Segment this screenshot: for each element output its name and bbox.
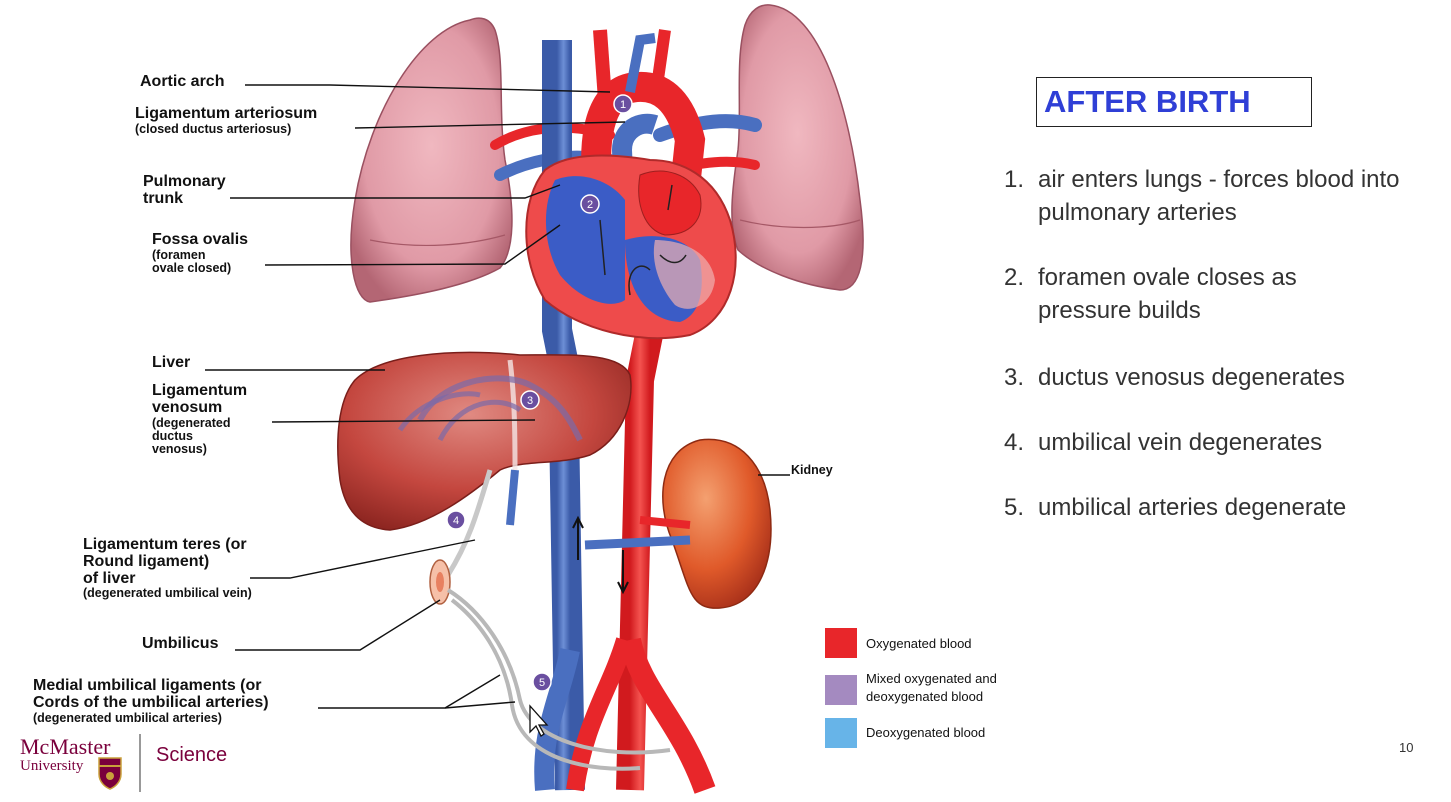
page-number: 10: [1399, 740, 1414, 755]
legend-swatch-oxygenated: [825, 628, 857, 658]
step-2-number: 2.: [1004, 264, 1025, 291]
label-lig-venosum-sub2: ductus: [152, 428, 193, 443]
kidney: [584, 438, 772, 609]
label-liver-text: Liver: [152, 354, 191, 371]
label-lig-teres-line2: Round ligament): [83, 552, 210, 570]
label-medial-line2: Cords of the umbilical arteries): [33, 693, 269, 711]
marker-3-label: 3: [527, 395, 533, 407]
label-lig-teres-line3: of liver: [83, 569, 136, 587]
marker-4: 4: [446, 510, 466, 530]
legend-swatch-mixed: [825, 675, 857, 705]
step-2: 2. foramen ovale closes as pressure buil…: [1004, 261, 1358, 327]
label-ligamentum-venosum: Ligamentum venosum (degenerated ductus v…: [152, 382, 248, 456]
slide-title: AFTER BIRTH: [1044, 84, 1251, 119]
liver: [337, 351, 632, 531]
logo-university: University: [20, 758, 84, 774]
marker-5-label: 5: [539, 677, 545, 689]
label-aortic-arch-text: Aortic arch: [140, 73, 225, 90]
step-5-number: 5.: [1004, 494, 1025, 521]
marker-1-label: 1: [620, 99, 626, 111]
legend-swatch-deoxygenated: [825, 718, 857, 748]
marker-5: 5: [532, 672, 552, 692]
label-lig-venosum-line1: Ligamentum: [152, 382, 248, 399]
label-fossa-text: Fossa ovalis: [152, 231, 249, 248]
label-aortic-arch: Aortic arch: [140, 73, 225, 91]
heart: [525, 154, 737, 340]
marker-3: 3: [520, 390, 540, 410]
step-4-number: 4.: [1004, 429, 1025, 456]
step-3: 3. ductus venosus degenerates: [1004, 361, 1418, 394]
marker-4-label: 4: [453, 515, 459, 527]
step-1-number: 1.: [1004, 166, 1025, 193]
label-lig-arteriosum-sub: (closed ductus arteriosus): [135, 121, 292, 136]
label-lig-venosum-line2: venosum: [152, 398, 223, 416]
mcmaster-logo: McMaster University Science: [20, 734, 250, 794]
logo-name: McMaster: [20, 734, 111, 759]
crest-icon: [98, 757, 122, 790]
label-fossa-sub2: ovale closed): [152, 260, 232, 275]
step-5-text: umbilical arteries degenerate: [1038, 494, 1347, 521]
label-pulmonary-line1: Pulmonary: [143, 173, 226, 190]
step-3-text: ductus venosus degenerates: [1038, 364, 1345, 391]
title-box: AFTER BIRTH: [1036, 77, 1312, 127]
legend-mixed-line1: Mixed oxygenated and: [866, 671, 997, 686]
legend-label-deoxygenated: Deoxygenated blood: [866, 724, 985, 742]
right-lung: [731, 4, 864, 291]
legend-deoxygenated-text: Deoxygenated blood: [866, 725, 986, 740]
label-pulmonary-line2: trunk: [143, 189, 183, 207]
step-1: 1. air enters lungs - forces blood into …: [1004, 163, 1418, 229]
label-lig-venosum-sub1: (degenerated: [152, 415, 231, 430]
step-2-text: foramen ovale closes as pressure builds: [1038, 264, 1297, 324]
label-ligamentum-arteriosum: Ligamentum arteriosum (closed ductus art…: [135, 105, 318, 136]
label-kidney-text: Kidney: [791, 463, 833, 477]
step-1-text: air enters lungs - forces blood into pul…: [1038, 166, 1400, 226]
label-lig-teres-sub: (degenerated umbilical vein): [83, 586, 252, 601]
left-lung: [350, 17, 513, 303]
mouse-cursor-icon: [529, 704, 549, 737]
label-lig-venosum-sub3: venosus): [152, 441, 207, 456]
step-3-number: 3.: [1004, 364, 1025, 391]
legend-oxygenated-text: Oxygenated blood: [866, 636, 972, 651]
logo-divider: [139, 734, 141, 792]
marker-2: 2: [580, 194, 600, 214]
label-medial-umbilical-ligaments: Medial umbilical ligaments (or Cords of …: [33, 677, 269, 725]
label-lig-teres-line1: Ligamentum teres (or: [83, 536, 247, 553]
marker-2-label: 2: [587, 199, 593, 211]
label-fossa-ovalis: Fossa ovalis (foramen ovale closed): [152, 231, 249, 275]
label-kidney: Kidney: [791, 463, 833, 477]
label-liver: Liver: [152, 354, 191, 372]
label-medial-line1: Medial umbilical ligaments (or: [33, 677, 262, 694]
legend-label-mixed: Mixed oxygenated and deoxygenated blood: [866, 670, 997, 706]
label-umbilicus-text: Umbilicus: [142, 635, 219, 652]
step-4-text: umbilical vein degenerates: [1038, 429, 1323, 456]
label-ligamentum-teres: Ligamentum teres (or Round ligament) of …: [83, 536, 252, 601]
label-umbilicus: Umbilicus: [142, 635, 219, 653]
marker-1: 1: [613, 94, 633, 114]
label-lig-arteriosum-text: Ligamentum arteriosum: [135, 105, 318, 122]
step-5: 5. umbilical arteries degenerate: [1004, 491, 1418, 524]
label-medial-sub: (degenerated umbilical arteries): [33, 710, 222, 725]
umbilicus: [429, 559, 451, 605]
step-4: 4. umbilical vein degenerates: [1004, 426, 1418, 459]
legend-label-oxygenated: Oxygenated blood: [866, 635, 972, 653]
legend-mixed-line2: deoxygenated blood: [866, 689, 984, 704]
label-pulmonary-trunk: Pulmonary trunk: [143, 173, 226, 208]
label-fossa-sub1: (foramen: [152, 247, 206, 262]
logo-faculty: Science: [156, 744, 228, 766]
leader-lines: [205, 84, 790, 709]
